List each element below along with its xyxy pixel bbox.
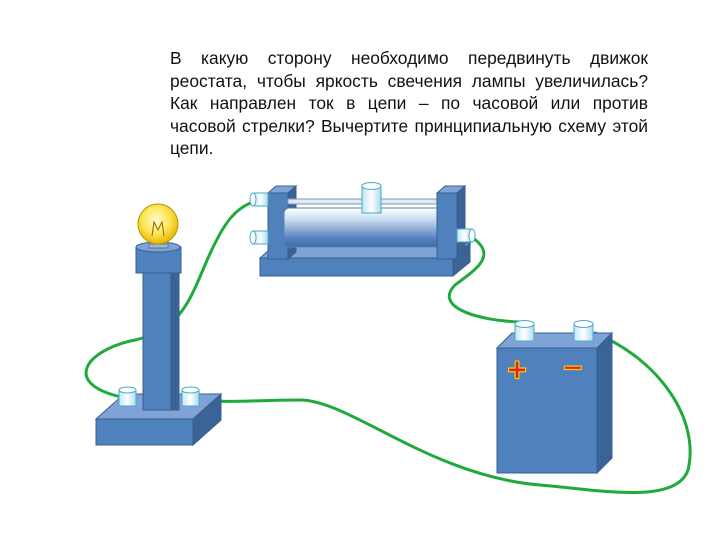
rheostat-terminal-bottom-left — [249, 230, 269, 245]
rheostat-right-post — [436, 192, 458, 260]
battery-plus-sign: + — [507, 351, 527, 389]
battery-top — [495, 332, 614, 349]
lamp-stand — [94, 203, 223, 447]
rheostat-slider — [361, 182, 382, 214]
rheostat-terminal-top-left — [249, 192, 269, 207]
battery-minus-sign: – — [564, 347, 583, 385]
lamp-terminal-right — [181, 386, 200, 407]
rheostat-coil — [283, 207, 442, 248]
wire-battery-minus-to-lamp — [203, 331, 692, 494]
battery-side — [596, 331, 613, 475]
battery-terminal-plus — [514, 320, 535, 342]
battery-terminal-minus — [573, 320, 594, 342]
battery-front — [496, 347, 598, 474]
wire-rheostat-to-battery-plus — [447, 234, 522, 324]
rheostat-icon — [249, 182, 476, 278]
lamp-terminal-left — [118, 386, 137, 407]
question-text: В какую сторону необходимо передвинуть д… — [170, 48, 648, 158]
lamp-base-front — [95, 418, 194, 446]
light-bulb-icon — [137, 203, 179, 245]
lamp-socket-holder — [135, 246, 182, 274]
battery-icon: + – — [495, 320, 614, 475]
rheostat-base-front — [259, 257, 454, 277]
rheostat-terminal-right — [456, 228, 476, 243]
lamp-column — [142, 271, 172, 411]
